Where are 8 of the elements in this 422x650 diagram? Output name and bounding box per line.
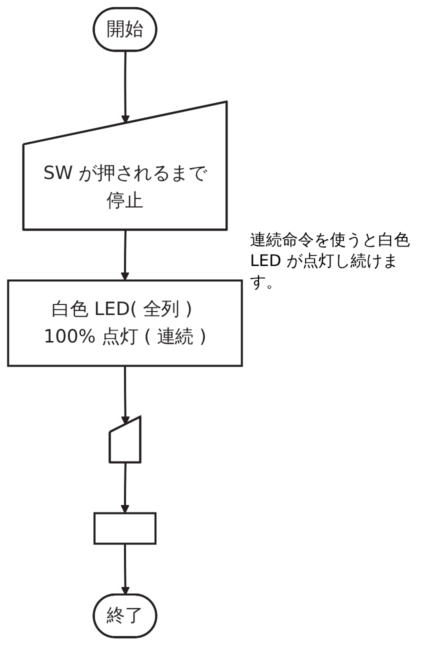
arrow bbox=[120, 366, 130, 426]
arrow bbox=[120, 544, 130, 596]
arrow bbox=[120, 51, 130, 124]
node-box: 白色 LED( 全列 ) 100% 点灯 ( 連続 ) bbox=[7, 279, 243, 367]
node-box bbox=[94, 512, 156, 545]
arrow bbox=[120, 230, 130, 281]
arrow bbox=[120, 462, 130, 514]
annotation-text: 連続命令を使うと白色 LED が点灯し続けます。 bbox=[250, 230, 410, 292]
